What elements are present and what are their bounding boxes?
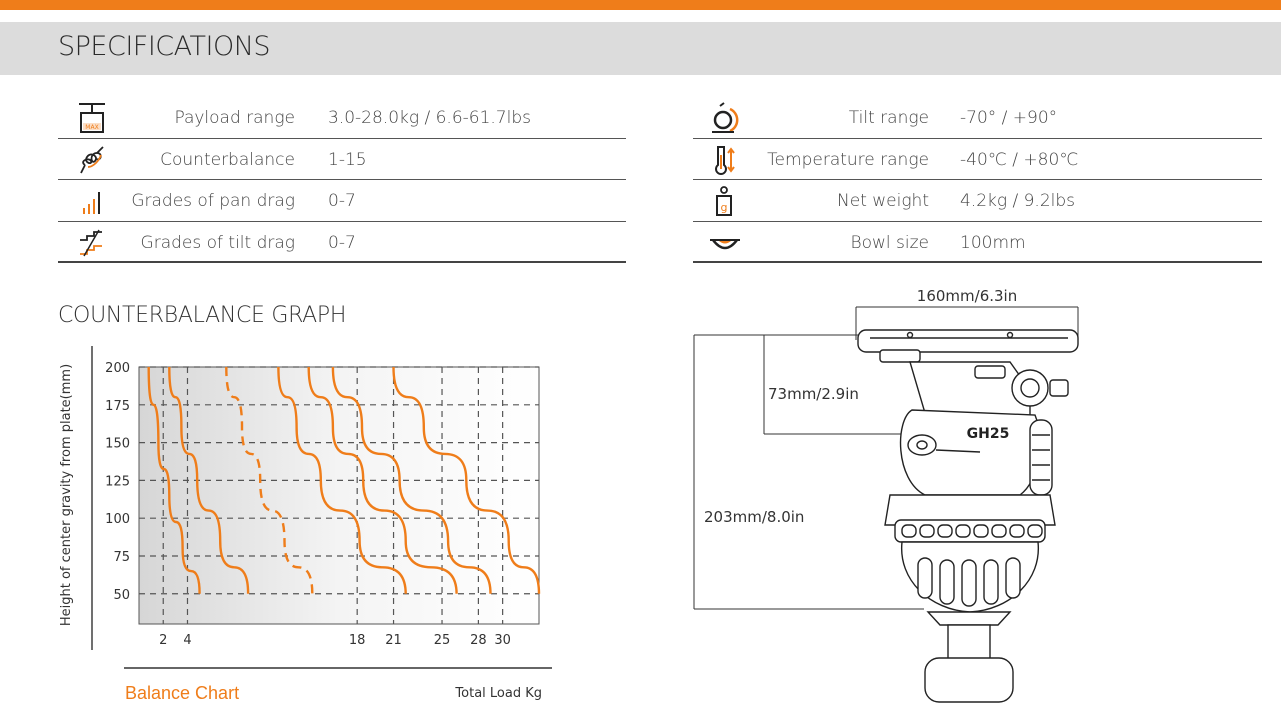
x-ticks: 2 4 18 21 25 28 30 xyxy=(159,633,511,648)
series-layer xyxy=(147,366,541,594)
max-weight-icon-text: MAX xyxy=(85,124,98,131)
balance-curve-1 xyxy=(147,366,201,594)
x-tick-label: 25 xyxy=(434,633,451,648)
spec-table-left: MAX Payload range 3.0-28.0kg / 6.6-61.7l… xyxy=(58,97,626,263)
top-height-label: 73mm/2.9in xyxy=(768,385,859,403)
x-tick-label: 2 xyxy=(159,633,167,648)
max-weight-icon: MAX xyxy=(72,100,112,136)
x-tick-label: 18 xyxy=(349,633,366,648)
spec-label: Net weight xyxy=(837,191,929,211)
top-accent-bar xyxy=(0,0,1281,10)
spec-row: MAX Payload range 3.0-28.0kg / 6.6-61.7l… xyxy=(58,97,626,139)
balance-curve-2 xyxy=(168,366,250,594)
spec-value: 0-7 xyxy=(328,191,356,211)
spec-value: -40℃ / +80℃ xyxy=(960,149,1079,170)
y-tick-label: 75 xyxy=(113,550,130,565)
graph-title: COUNTERBALANCE GRAPH xyxy=(58,303,347,328)
fluid-head-diagram: 160mm/6.3in 73mm/2.9in 203mm/8.0in GH25 xyxy=(693,287,1079,703)
y-tick-label: 50 xyxy=(113,588,130,603)
grid xyxy=(139,366,539,624)
total-height-label: 203mm/8.0in xyxy=(704,508,804,526)
y-tick-label: 125 xyxy=(105,474,130,489)
weight-tag-icon-text: g xyxy=(721,201,728,214)
x-axis-label: Total Load Kg xyxy=(454,686,542,701)
spec-table-right: Tilt range -70° / +90° Temperature range… xyxy=(693,97,1262,263)
spec-label: Bowl size xyxy=(850,232,929,253)
spring-icon xyxy=(72,142,112,178)
y-axis-label: Height of center gravity from plate(mm) xyxy=(59,364,74,626)
x-tick-label: 21 xyxy=(385,633,402,648)
spec-row: g Net weight 4.2kg / 9.2lbs xyxy=(693,180,1262,222)
tilt-drag-steps-icon xyxy=(72,225,112,261)
y-ticks: 200 175 150 125 100 75 50 xyxy=(105,361,130,603)
balance-curve-6 xyxy=(331,366,492,594)
y-tick-label: 200 xyxy=(105,361,130,376)
spec-row: Counterbalance 1-15 xyxy=(58,139,626,180)
spec-value: 3.0-28.0kg / 6.6-61.7lbs xyxy=(328,108,531,128)
bowl-icon xyxy=(705,225,745,261)
spec-label: Temperature range xyxy=(767,149,929,170)
tilt-angle-icon xyxy=(705,100,745,136)
fluid-head-illustration: GH25 xyxy=(857,329,1079,703)
y-tick-label: 100 xyxy=(105,512,130,527)
spec-label: Payload range xyxy=(174,108,295,128)
page-title: SPECIFICATIONS xyxy=(58,31,271,62)
x-tick-label: 30 xyxy=(494,633,511,648)
spec-label: Counterbalance xyxy=(160,149,295,170)
x-tick-label: 4 xyxy=(183,633,191,648)
title-band: SPECIFICATIONS xyxy=(0,22,1281,75)
plot-area xyxy=(138,366,540,625)
counterbalance-chart: 200 175 150 125 100 75 50 2 4 18 21 25 28 30 Height … xyxy=(59,346,552,703)
pan-drag-bars-icon xyxy=(72,183,112,219)
spec-row: Grades of pan drag 0-7 xyxy=(58,180,626,222)
balance-curve-5 xyxy=(307,366,458,594)
balance-curve-4 xyxy=(277,366,407,594)
y-tick-label: 175 xyxy=(105,399,130,414)
spec-row: Bowl size 100mm xyxy=(693,222,1262,263)
spec-value: 4.2kg / 9.2lbs xyxy=(960,191,1076,211)
chart-title: Balance Chart xyxy=(125,683,239,703)
thermometer-icon xyxy=(705,142,745,178)
y-tick-label: 150 xyxy=(105,437,130,452)
spec-row: Tilt range -70° / +90° xyxy=(693,97,1262,139)
spec-value: 100mm xyxy=(960,232,1026,253)
width-label: 160mm/6.3in xyxy=(917,287,1017,305)
spec-value: -70° / +90° xyxy=(960,108,1058,128)
spec-row: Grades of tilt drag 0-7 xyxy=(58,222,626,263)
spec-label: Tilt range xyxy=(848,108,929,128)
spec-value: 1-15 xyxy=(328,149,367,170)
x-tick-label: 28 xyxy=(470,633,487,648)
model-name: GH25 xyxy=(967,426,1010,442)
spec-row: Temperature range -40℃ / +80℃ xyxy=(693,139,1262,180)
spec-label: Grades of pan drag xyxy=(131,191,295,211)
spec-value: 0-7 xyxy=(328,232,356,253)
spec-label: Grades of tilt drag xyxy=(140,232,295,253)
balance-curve-7 xyxy=(392,366,541,594)
balance-curve-3 xyxy=(225,366,314,594)
weight-tag-icon: g xyxy=(705,183,745,219)
